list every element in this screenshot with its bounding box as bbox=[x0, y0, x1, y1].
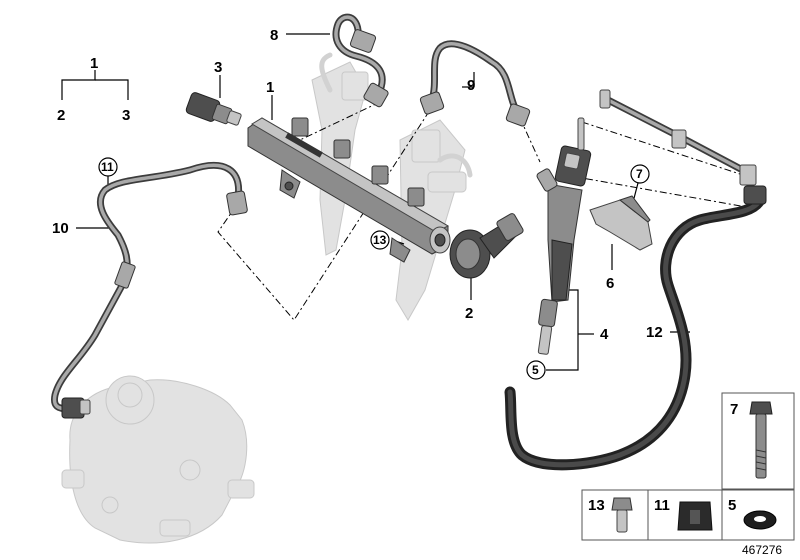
callout-1-top: 1 bbox=[90, 55, 98, 72]
callout-6: 6 bbox=[606, 275, 614, 292]
callout-4: 4 bbox=[600, 326, 609, 343]
short-bolt-icon bbox=[611, 497, 633, 533]
callout-8: 8 bbox=[270, 27, 278, 44]
pressure-control-valve-2 bbox=[449, 213, 524, 279]
callout-1-rail: 1 bbox=[266, 79, 274, 96]
callout-2-valve: 2 bbox=[465, 305, 473, 322]
small-parts-legend: 7 13 11 5 bbox=[581, 392, 795, 541]
diagram-number: 467276 bbox=[742, 543, 782, 557]
callout-2-left: 2 bbox=[57, 107, 65, 124]
callout-labels: 1 2 3 3 1 8 9 10 2 6 4 12 11 13 7 5 bbox=[52, 27, 663, 380]
leak-oil-line-12 bbox=[504, 89, 767, 471]
grommet-icon bbox=[677, 501, 713, 531]
high-pressure-pipe-10 bbox=[50, 161, 248, 419]
callout-13-circle: 13 bbox=[373, 233, 387, 247]
injector-4 bbox=[536, 117, 592, 355]
callout-7-circle: 7 bbox=[636, 167, 643, 181]
clamping-bracket-6 bbox=[589, 195, 653, 251]
parts-box-11-label: 11 bbox=[654, 497, 670, 514]
parts-box-5-label: 5 bbox=[728, 497, 736, 514]
parts-box-7-label: 7 bbox=[730, 401, 738, 418]
seal-ring-icon bbox=[743, 510, 777, 530]
callout-3-sensor: 3 bbox=[214, 59, 222, 76]
bolt-icon bbox=[749, 401, 773, 479]
fuel-rail-1 bbox=[247, 117, 451, 263]
ghost-high-pressure-pump bbox=[61, 375, 255, 544]
callout-10: 10 bbox=[52, 220, 69, 237]
injector-pipe-8 bbox=[332, 13, 389, 108]
callout-12: 12 bbox=[646, 324, 663, 341]
callout-11-circle: 11 bbox=[101, 160, 114, 174]
callout-9: 9 bbox=[467, 77, 475, 94]
callout-3-right: 3 bbox=[122, 107, 130, 124]
injector-pipe-9 bbox=[419, 40, 531, 127]
callout-5-circle: 5 bbox=[532, 363, 539, 377]
parts-box-13-label: 13 bbox=[588, 497, 605, 514]
rail-pressure-sensor-3 bbox=[185, 92, 242, 126]
